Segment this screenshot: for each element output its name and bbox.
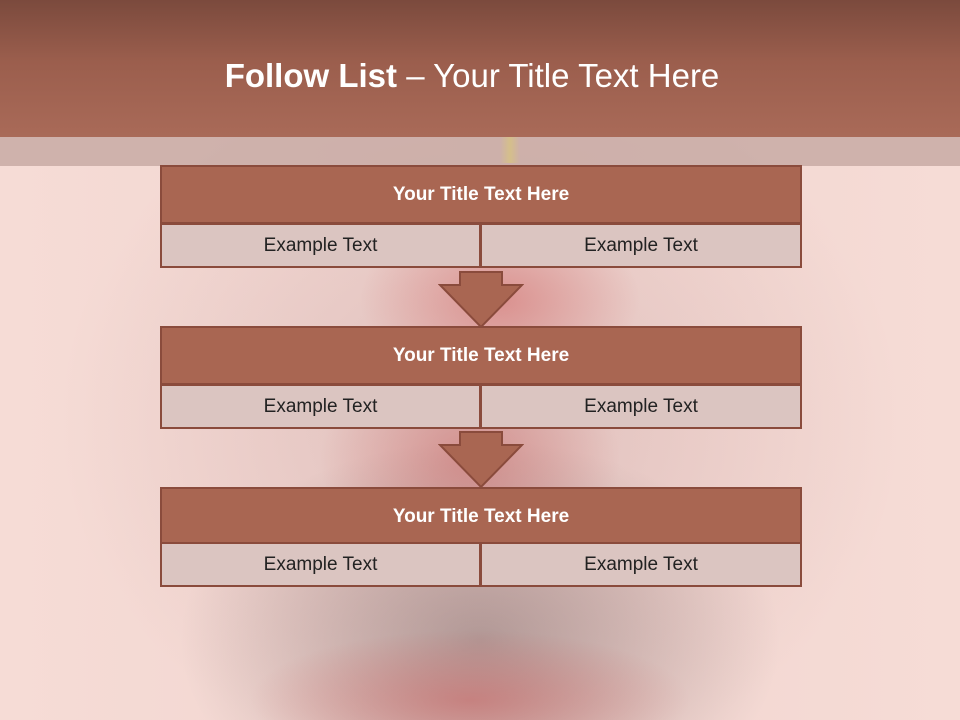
block-cell-left: Example Text (160, 384, 481, 429)
block-cell-right: Example Text (480, 223, 802, 268)
title-underband (0, 137, 960, 166)
block-cell-right: Example Text (480, 542, 802, 587)
slide-title-bold: Follow List (224, 57, 398, 94)
block-cell-left: Example Text (160, 223, 481, 268)
down-arrow-icon (438, 271, 524, 329)
slide-title-rest: – Your Title Text Here (406, 57, 720, 94)
block-title: Your Title Text Here (160, 165, 802, 224)
block-cell-right: Example Text (480, 384, 802, 429)
block-cell-left: Example Text (160, 542, 481, 587)
cherry-stem-decoration (500, 137, 520, 163)
slide-title: Follow List – Your Title Text Here (0, 52, 944, 100)
title-bar: Follow List – Your Title Text Here (0, 0, 960, 137)
down-arrow-icon (438, 431, 524, 489)
block-title: Your Title Text Here (160, 326, 802, 385)
block-title: Your Title Text Here (160, 487, 802, 546)
